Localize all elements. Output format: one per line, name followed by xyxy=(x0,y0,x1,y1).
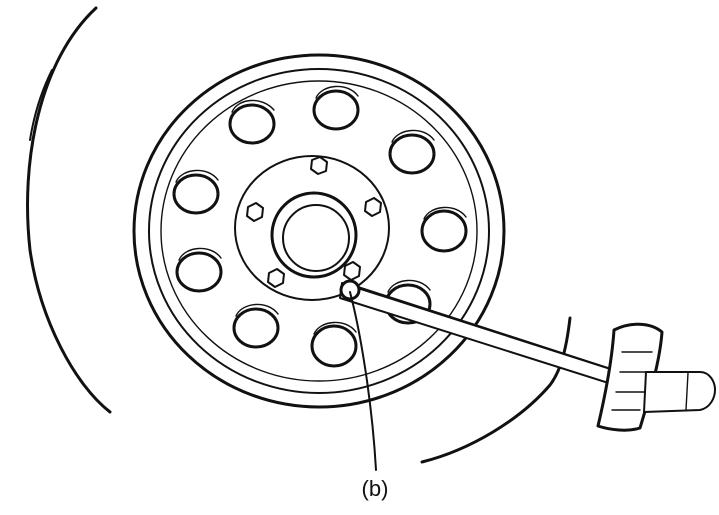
wrench-handle xyxy=(643,371,716,413)
hub-bore xyxy=(270,191,358,279)
wheel-rim xyxy=(132,53,506,409)
vent-hole xyxy=(310,321,358,368)
lug-nut xyxy=(343,261,361,281)
hub-cap xyxy=(282,204,350,272)
rim-outer-edge xyxy=(132,53,506,409)
vent-hole xyxy=(312,85,360,131)
wrench-handle-grip-line xyxy=(685,372,689,411)
lug-nuts xyxy=(246,156,382,288)
lug-nut xyxy=(246,202,264,222)
vent-hole xyxy=(228,99,276,145)
vent-hole xyxy=(172,169,220,215)
wheel-hub xyxy=(234,155,390,301)
tire-left-inner-tick xyxy=(29,69,53,141)
torque-wrench xyxy=(339,279,716,432)
wrench-shaft xyxy=(339,282,621,387)
tire-bottom-right-arc xyxy=(420,316,572,464)
vent-hole xyxy=(175,247,223,293)
vent-hole xyxy=(232,303,280,349)
wrench-socket-head xyxy=(339,279,361,301)
rim-inner-edge xyxy=(148,68,490,394)
callout-leader-line xyxy=(349,291,377,471)
vent-hole xyxy=(388,129,436,175)
tire-left-arc xyxy=(26,6,112,414)
tire-outline xyxy=(26,6,572,464)
rim-flange xyxy=(160,80,478,382)
vent-hole xyxy=(420,206,468,253)
lug-nut xyxy=(267,268,285,288)
lug-nut xyxy=(310,156,328,175)
callout-label-b: (b) xyxy=(361,476,389,501)
hub-plate xyxy=(234,155,390,301)
wrench-scale-marks xyxy=(611,351,653,411)
wrench-pointer-beam xyxy=(355,285,616,371)
lug-nut xyxy=(364,197,382,217)
